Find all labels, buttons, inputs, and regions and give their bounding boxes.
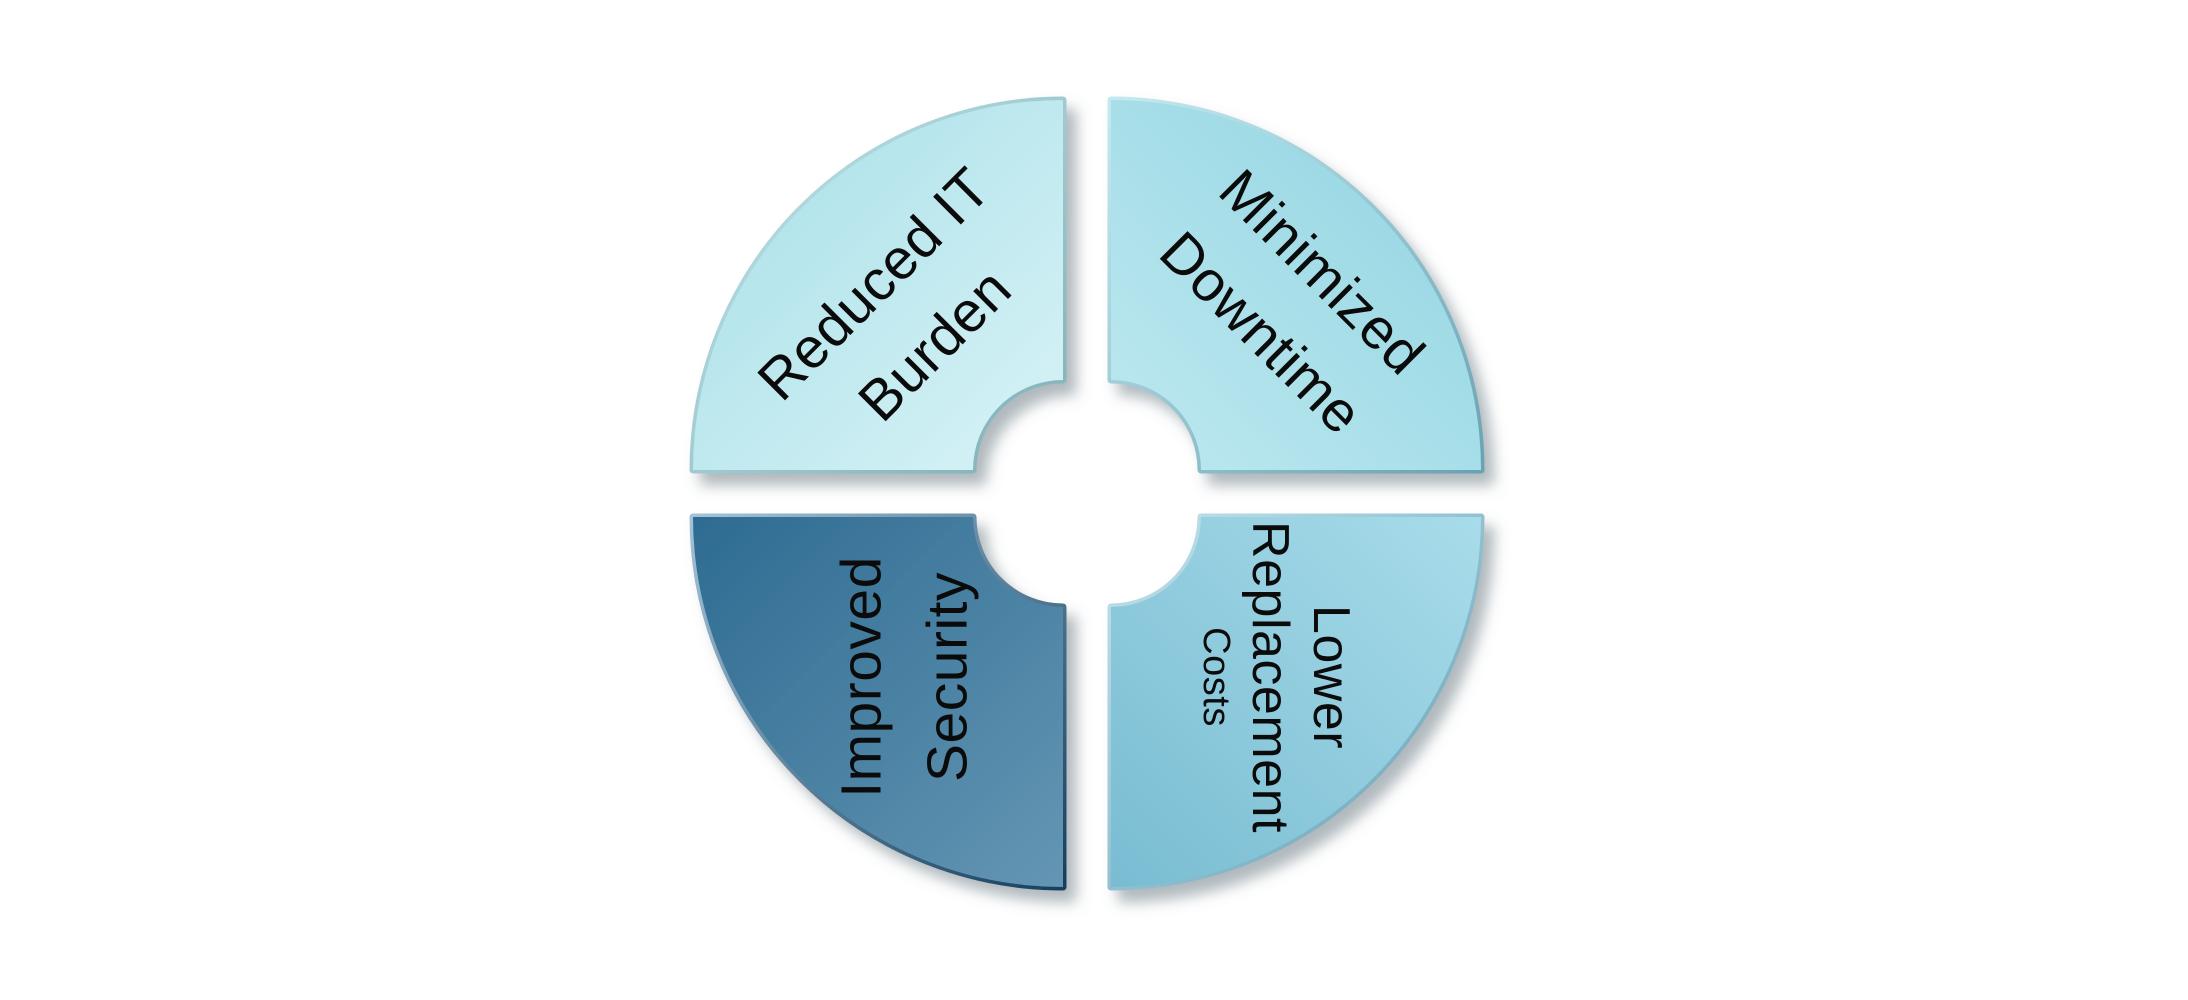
quadrant-bottom-left-label: Improved Security — [820, 556, 991, 798]
quadrant-top-left-shape — [689, 96, 1067, 474]
label-line: Costs — [1195, 627, 1238, 727]
quadrant-bottom-left-shape — [689, 513, 1067, 891]
quadrant-bottom-right-shape — [1107, 513, 1485, 891]
quadrant-top-right-shape — [1107, 96, 1485, 474]
quadrant-bottom-right-label: Lower Replacement Costs — [1193, 521, 1361, 833]
label-line: Security — [915, 572, 979, 782]
label-line: Improved — [829, 556, 894, 798]
label-line: Lower — [1301, 604, 1360, 750]
label-line: Replacement — [1240, 521, 1299, 833]
